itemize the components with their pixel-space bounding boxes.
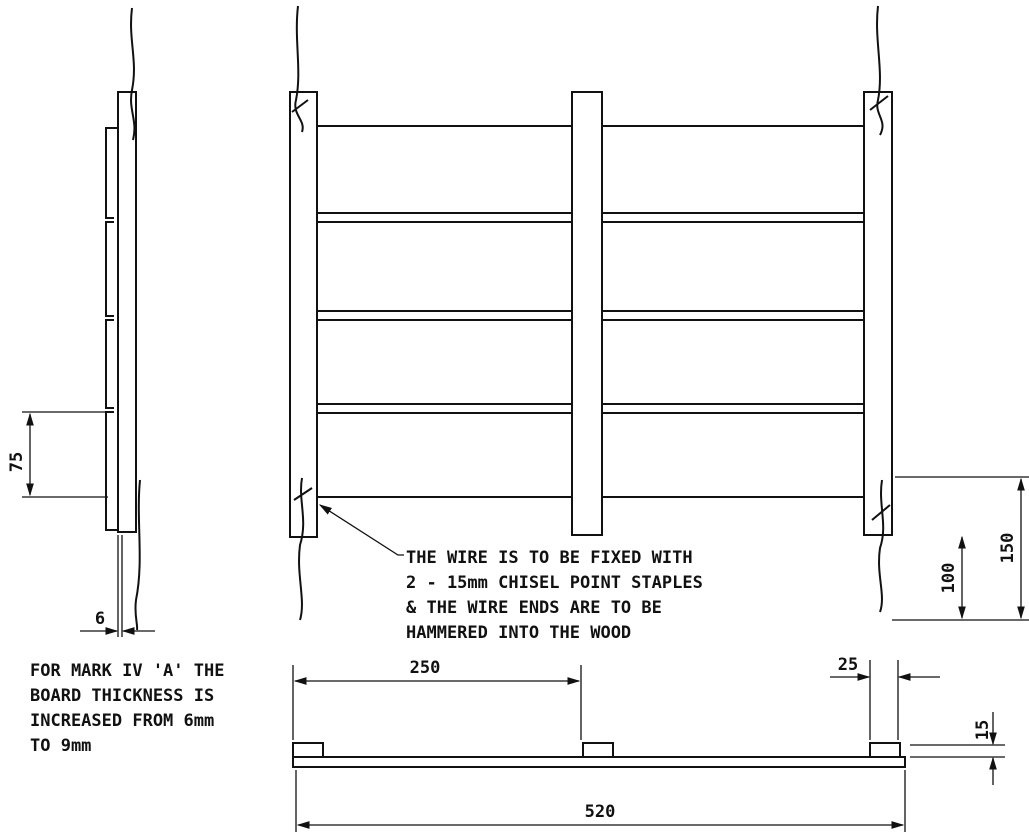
dim-75-ext [22,411,108,498]
dim-25-label: 25 [838,655,858,675]
mark-note: FOR MARK IV 'A' THE BOARD THICKNESS IS I… [30,661,224,756]
wire-bottom-right [871,479,891,613]
batten-right [869,742,901,758]
slat-3 [317,310,864,321]
note-mark-line-1: FOR MARK IV 'A' THE [30,661,224,681]
dim-100-label: 100 [939,563,959,594]
slat-4 [317,403,864,414]
dim-bottom-ext [292,665,906,832]
end-view: 250 25 15 520 [292,655,1005,832]
note-wire-line-1: THE WIRE IS TO BE FIXED WITH [406,548,693,568]
dim-25-ext [869,660,899,740]
wire-top-right [869,5,889,136]
batten-left [292,742,324,758]
wire-top-left [291,5,309,133]
side-slats [105,127,118,531]
right-stile [863,91,893,536]
dim-15-ext [910,744,1005,758]
slat-2 [317,212,864,223]
batten-middle [582,742,614,758]
note-leader [318,504,404,556]
note-mark-line-2: BOARD THICKNESS IS [30,686,214,706]
wire-bottom-left [293,477,313,621]
note-wire-line-4: HAMMERED INTO THE WOOD [406,623,631,643]
dim-6-label: 6 [95,609,105,629]
note-mark-line-3: INCREASED FROM 6mm [30,711,214,731]
dim-75-label: 75 [7,452,27,472]
side-view: 75 6 [7,7,155,637]
dim-520-label: 520 [585,802,616,822]
note-wire-line-2: 2 - 15mm CHISEL POINT STAPLES [406,573,703,593]
dim-15-label: 15 [973,720,993,740]
dim-right-ext [892,476,1029,621]
wire-top-side [130,7,136,141]
note-wire-line-3: & THE WIRE ENDS ARE TO BE [406,598,662,618]
middle-stile [571,91,603,536]
base-board [292,756,906,768]
side-board [117,91,137,533]
dim-6-ext [117,535,123,637]
dim-150-label: 150 [998,533,1018,564]
wire-bottom-side [134,479,141,631]
left-stile [289,91,318,538]
front-view: THE WIRE IS TO BE FIXED WITH 2 - 15mm CH… [289,5,1029,643]
note-mark-line-4: TO 9mm [30,736,91,756]
dim-250-label: 250 [410,658,441,678]
